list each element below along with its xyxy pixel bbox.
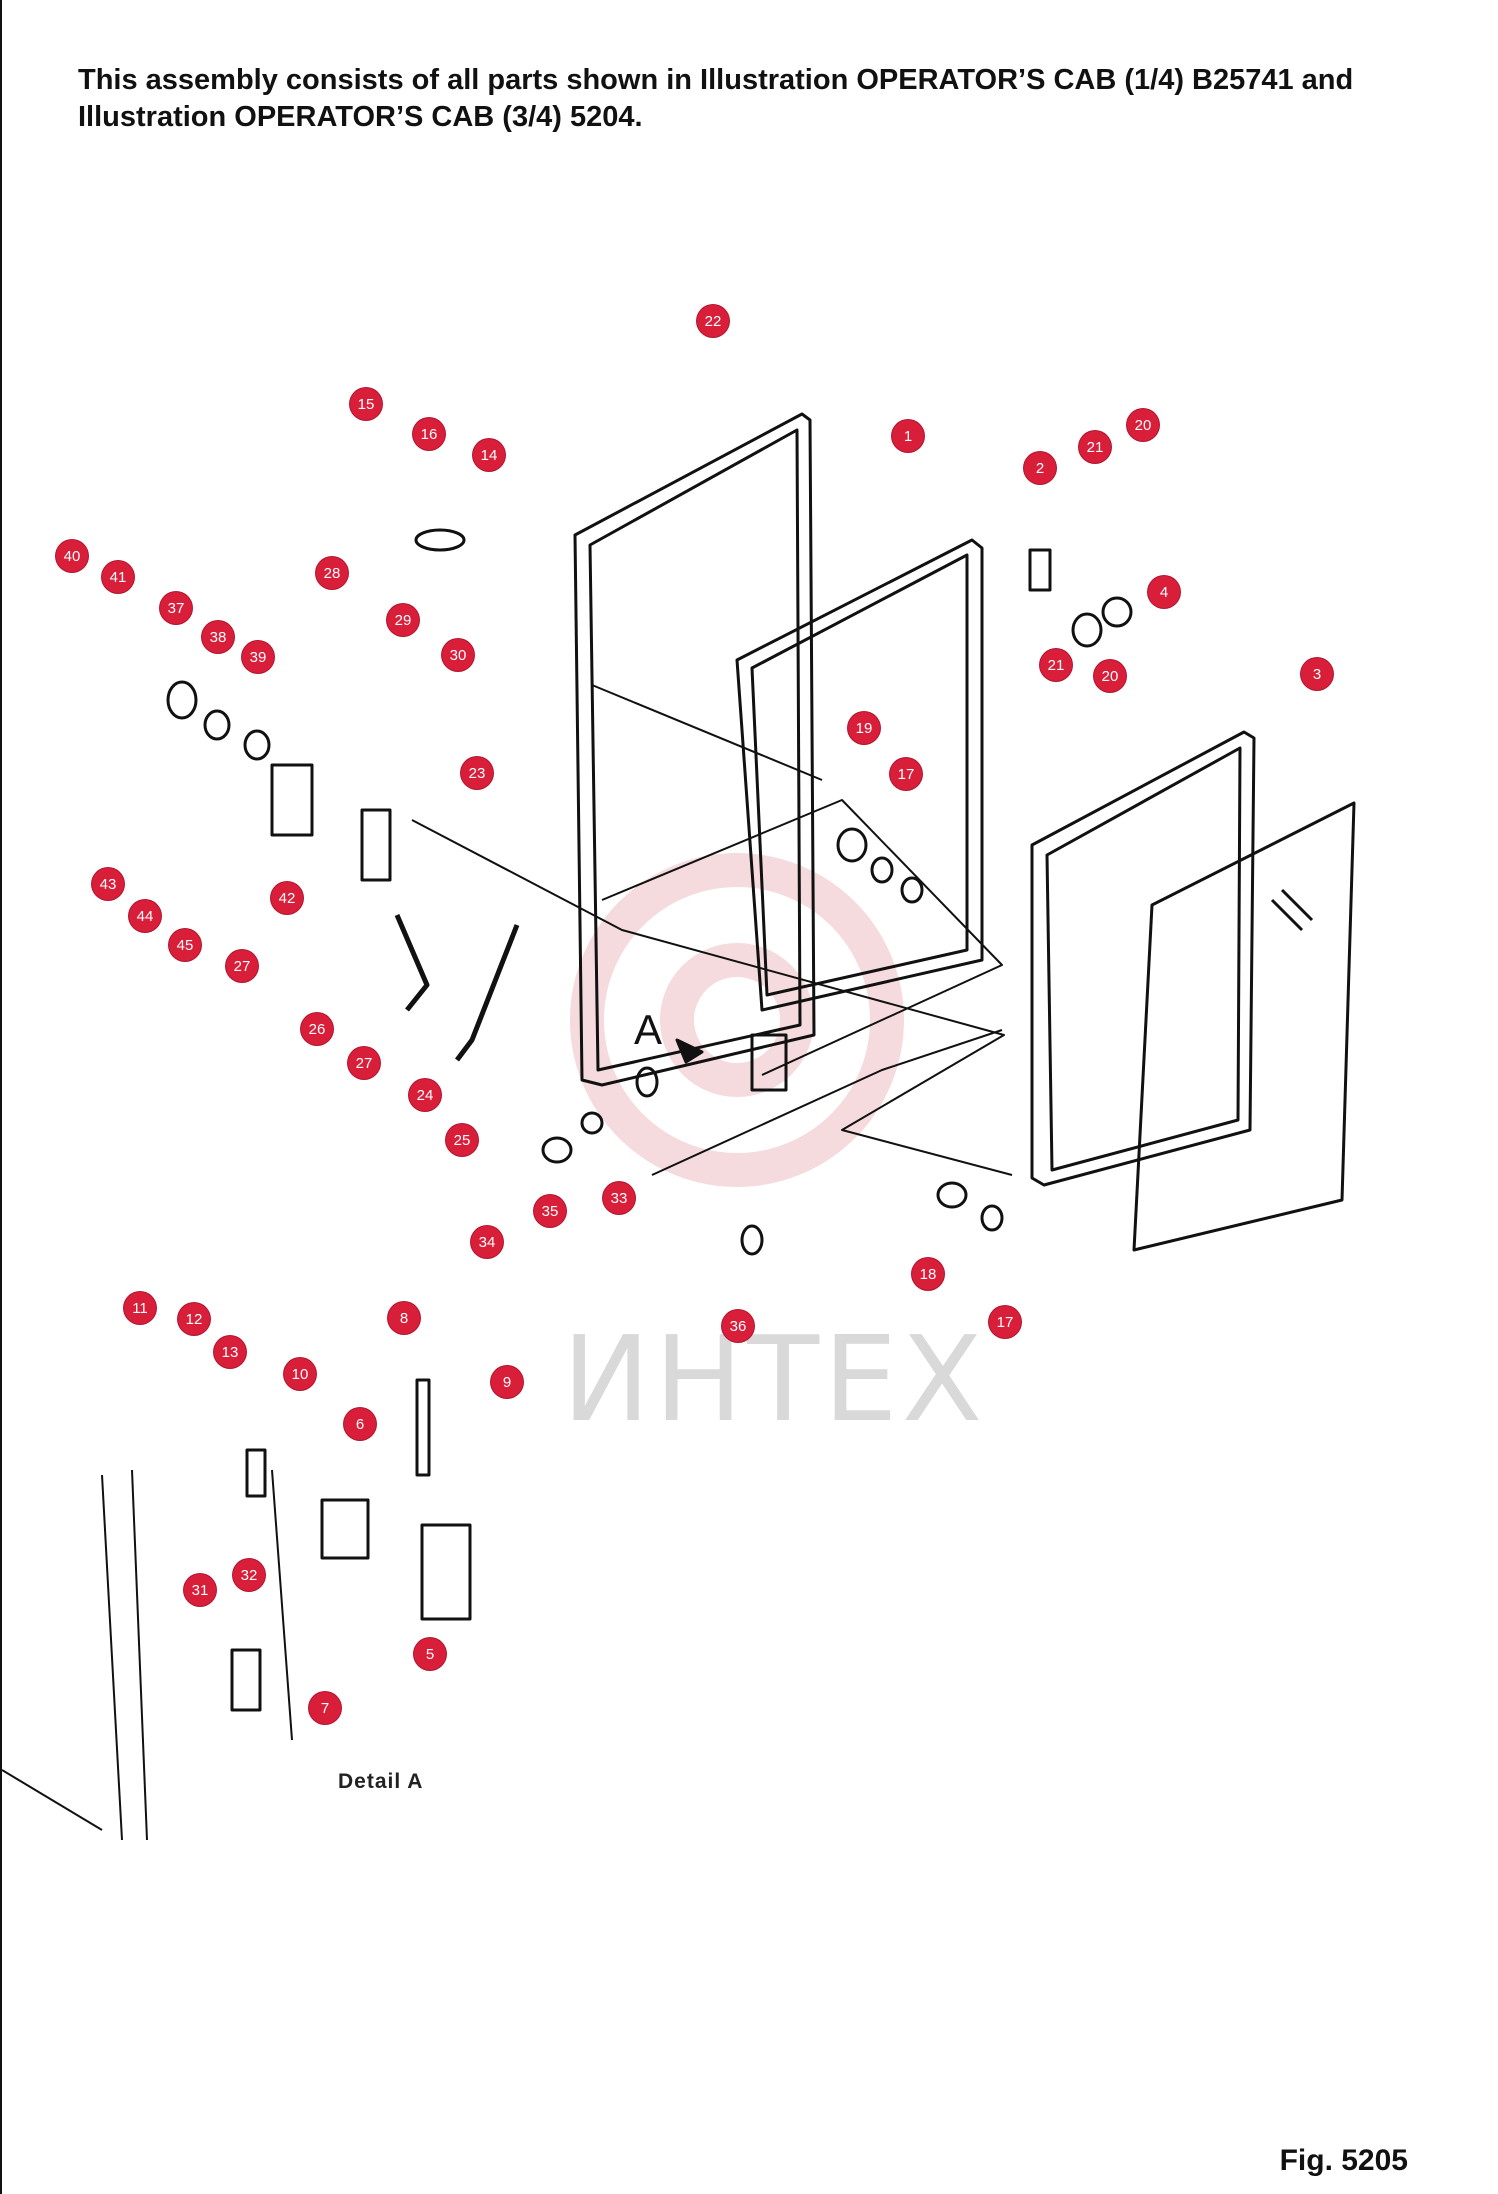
part-callout-2[interactable]: 2 [1024,452,1056,484]
assembly-note: This assembly consists of all parts show… [78,64,1354,133]
part-callout-31[interactable]: 31 [184,1574,216,1606]
view-a-label: A [634,1006,663,1053]
part-callout-14[interactable]: 14 [473,439,505,471]
part-callout-8[interactable]: 8 [388,1302,420,1334]
part-callout-26[interactable]: 26 [301,1013,333,1045]
part-callout-41[interactable]: 41 [102,561,134,593]
part-callout-19[interactable]: 19 [848,712,880,744]
part-callout-35[interactable]: 35 [534,1195,566,1227]
part-callout-11[interactable]: 11 [124,1292,156,1324]
part-callout-17[interactable]: 17 [890,758,922,790]
part-callout-15[interactable]: 15 [350,388,382,420]
part-callout-36[interactable]: 36 [722,1310,754,1342]
part-callout-30[interactable]: 30 [442,639,474,671]
part-callout-23[interactable]: 23 [461,757,493,789]
part-callout-38[interactable]: 38 [202,621,234,653]
part-callout-28[interactable]: 28 [316,557,348,589]
part-callout-3[interactable]: 3 [1301,658,1333,690]
detail-a-caption: Detail A [338,1770,424,1793]
part-callout-45[interactable]: 45 [169,929,201,961]
part-callout-40[interactable]: 40 [56,540,88,572]
part-callout-29[interactable]: 29 [387,604,419,636]
watermark-text: ИНТЕХ [562,1310,987,1448]
part-callout-42[interactable]: 42 [271,882,303,914]
part-callout-4[interactable]: 4 [1148,576,1180,608]
part-callout-21[interactable]: 21 [1079,431,1111,463]
part-callout-5[interactable]: 5 [414,1638,446,1670]
part-callout-22[interactable]: 22 [697,305,729,337]
part-callout-1[interactable]: 1 [892,420,924,452]
part-callout-21[interactable]: 21 [1040,649,1072,681]
part-callout-37[interactable]: 37 [160,592,192,624]
part-callout-27[interactable]: 27 [226,950,258,982]
part-callout-34[interactable]: 34 [471,1226,503,1258]
part-callout-33[interactable]: 33 [603,1182,635,1214]
part-callout-24[interactable]: 24 [409,1079,441,1111]
part-callout-7[interactable]: 7 [309,1692,341,1724]
part-callout-20[interactable]: 20 [1094,660,1126,692]
part-callout-13[interactable]: 13 [214,1336,246,1368]
part-callout-12[interactable]: 12 [178,1303,210,1335]
part-callout-32[interactable]: 32 [233,1559,265,1591]
part-callout-16[interactable]: 16 [413,418,445,450]
part-callout-10[interactable]: 10 [284,1358,316,1390]
part-callout-9[interactable]: 9 [491,1366,523,1398]
part-callout-20[interactable]: 20 [1127,409,1159,441]
watermark-gear-icon [570,853,904,1187]
part-callout-17[interactable]: 17 [989,1306,1021,1338]
part-callout-18[interactable]: 18 [912,1258,944,1290]
part-callout-6[interactable]: 6 [344,1408,376,1440]
part-callout-39[interactable]: 39 [242,641,274,673]
figure-number: Fig. 5205 [1279,2144,1408,2177]
part-callout-43[interactable]: 43 [92,868,124,900]
part-callout-44[interactable]: 44 [129,900,161,932]
part-callout-27[interactable]: 27 [348,1047,380,1079]
part-callout-25[interactable]: 25 [446,1124,478,1156]
